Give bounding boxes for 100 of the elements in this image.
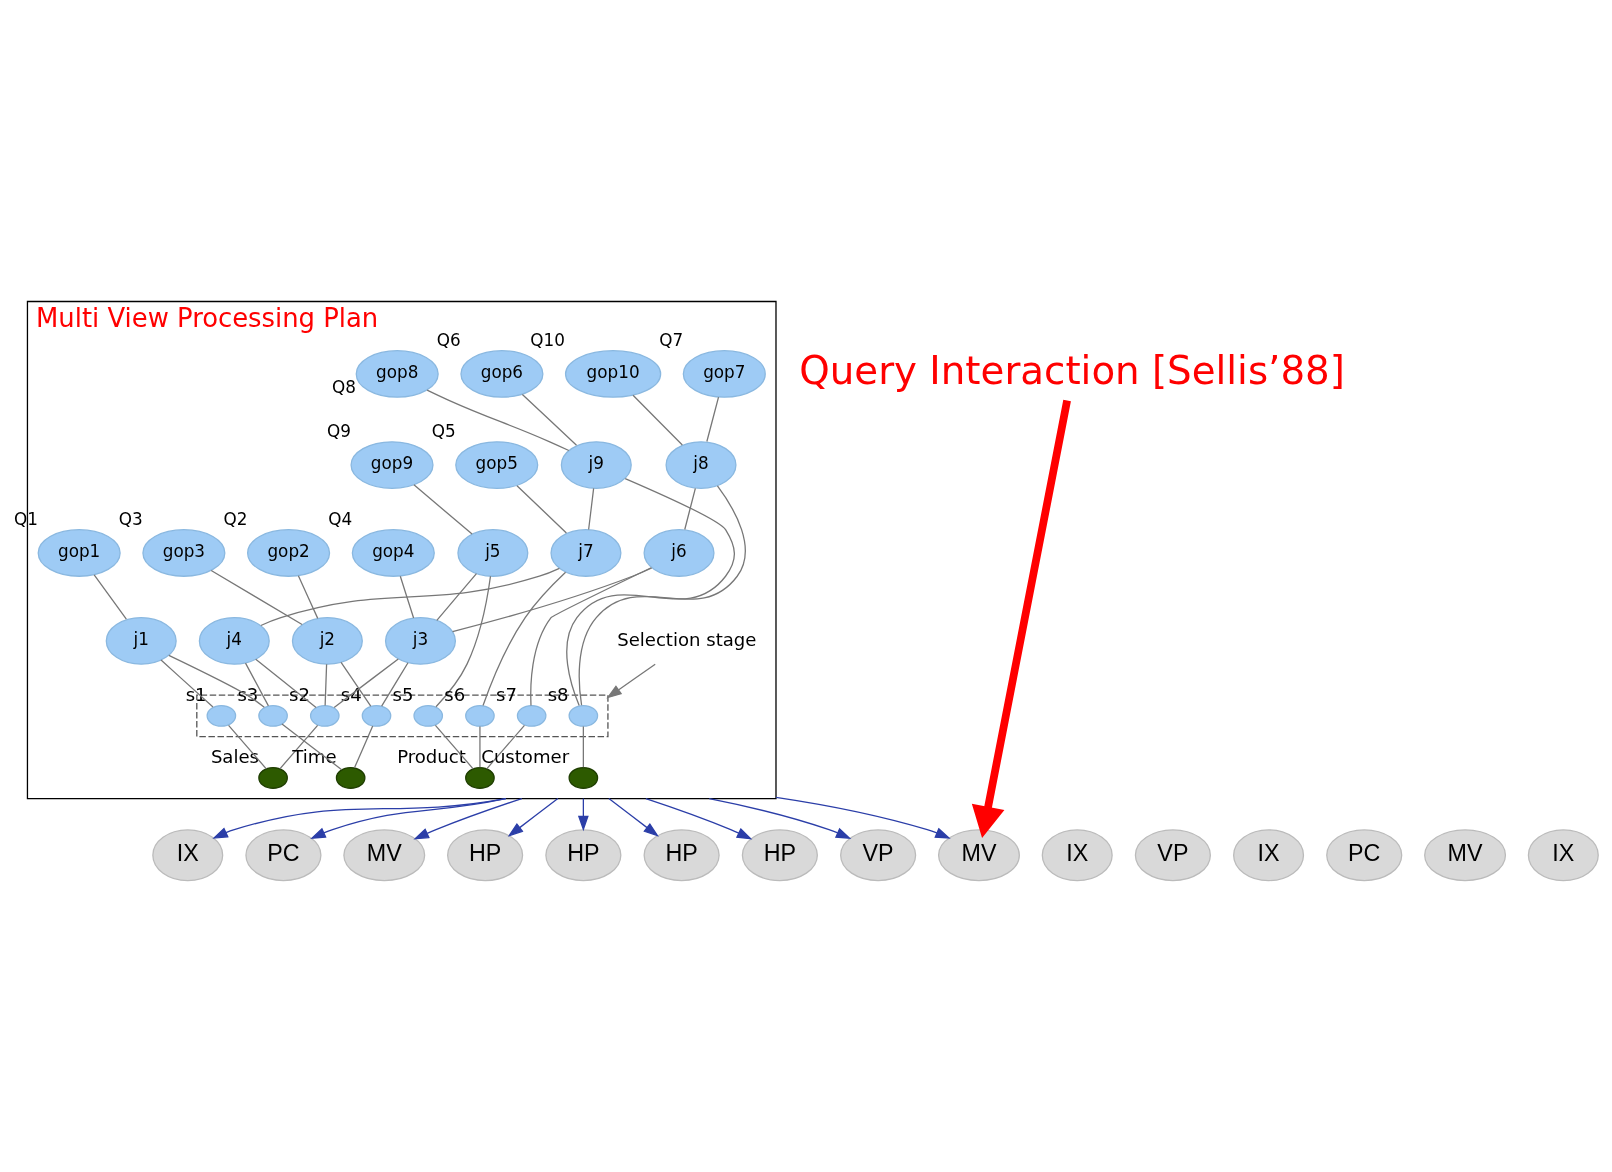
connector (451, 567, 653, 633)
node-label: s2 (289, 683, 311, 705)
node-circle (413, 704, 444, 727)
node-circle (465, 704, 495, 727)
node-ellipse: j6 (643, 529, 715, 577)
connector (435, 575, 492, 708)
connector (479, 725, 481, 768)
connector (210, 569, 303, 626)
node-label: Q10 (530, 329, 565, 350)
arrow (971, 399, 1071, 838)
node-label: Q6 (436, 329, 461, 350)
node-label: s6 (444, 683, 466, 705)
connector (260, 567, 561, 627)
connector (521, 393, 578, 446)
connector (566, 477, 735, 707)
node-label: s7 (495, 683, 517, 705)
connector (516, 485, 568, 534)
connector (434, 724, 474, 770)
arrow (606, 663, 656, 699)
node-label: Customer (481, 745, 570, 767)
arrow (608, 797, 659, 837)
node-ellipse: gop3 (142, 529, 226, 577)
node-ellipse: j1 (105, 616, 177, 665)
node-ellipse: HP (741, 829, 818, 882)
node-circle (258, 704, 288, 727)
node-ellipse: MV (343, 829, 426, 882)
connector (279, 724, 319, 770)
node-ellipse: gop5 (455, 441, 539, 489)
node-circle (516, 704, 547, 727)
connector (413, 484, 473, 535)
node-label: Q8 (332, 376, 357, 397)
node-ellipse: j9 (560, 441, 632, 489)
node-ellipse: gop1 (37, 529, 121, 577)
node-label: Q2 (223, 509, 248, 530)
node-ellipse: HP (447, 829, 524, 882)
connector (582, 725, 584, 768)
node-circle (309, 704, 340, 727)
connector (93, 574, 127, 620)
node-circle (206, 704, 237, 727)
node-ellipse: j8 (665, 441, 737, 489)
node-label: Q4 (328, 509, 353, 530)
node-ellipse: gop2 (247, 529, 331, 577)
connector (297, 575, 319, 619)
node-label: s5 (392, 683, 414, 705)
connector (588, 487, 595, 531)
node-circle (568, 704, 599, 727)
connector (160, 659, 214, 708)
connector (578, 485, 746, 706)
node-circle (258, 766, 288, 789)
node-text: Query Interaction [Sellis’88] (799, 347, 1345, 393)
node-text: Selection stage (617, 628, 757, 650)
node-ellipse: MV (1424, 829, 1507, 882)
connector (482, 571, 567, 707)
node-label: Q5 (431, 421, 456, 442)
node-ellipse: j2 (291, 616, 363, 665)
node-ellipse: gop10 (564, 350, 662, 398)
connector (333, 658, 399, 709)
connector (340, 661, 372, 707)
node-circle (568, 766, 599, 789)
node-ellipse: j5 (457, 529, 529, 577)
node-label: s8 (547, 683, 569, 705)
arrow (708, 797, 852, 840)
connector (381, 662, 409, 707)
arrow (775, 796, 951, 839)
node-ellipse: MV (937, 829, 1020, 882)
connector (227, 724, 267, 770)
node-ellipse: gop8 (355, 350, 439, 398)
node-ellipse: gop6 (460, 350, 544, 398)
node-label: s3 (237, 683, 259, 705)
node-ellipse: j3 (384, 616, 456, 665)
node-circle (361, 704, 392, 727)
node-ellipse: IX (1527, 829, 1599, 882)
node-ellipse: IX (1233, 829, 1305, 882)
node-label: Q7 (659, 329, 684, 350)
arrow (413, 797, 523, 840)
node-label: Time (292, 745, 337, 767)
node-ellipse: VP (840, 829, 917, 882)
node-ellipse: j4 (198, 616, 270, 665)
node-ellipse: IX (152, 829, 224, 882)
connector (255, 658, 317, 709)
connector (353, 725, 374, 769)
arrow (645, 797, 753, 840)
connector (632, 394, 683, 446)
arrow (212, 797, 507, 839)
connector (324, 663, 328, 707)
connector (168, 654, 265, 708)
node-label: Product (397, 745, 466, 767)
connector (399, 575, 415, 619)
connector (486, 724, 526, 770)
node-ellipse: gop9 (350, 441, 434, 489)
node-ellipse: PC (1326, 829, 1403, 882)
node-circle (465, 766, 495, 789)
node-ellipse: gop7 (682, 350, 766, 398)
node-ellipse: VP (1134, 829, 1211, 882)
arrow (507, 797, 559, 837)
node-ellipse: HP (545, 829, 622, 882)
node-label: s1 (185, 683, 207, 705)
connector (706, 396, 720, 443)
node-label: Sales (210, 745, 260, 767)
connector (436, 573, 478, 621)
